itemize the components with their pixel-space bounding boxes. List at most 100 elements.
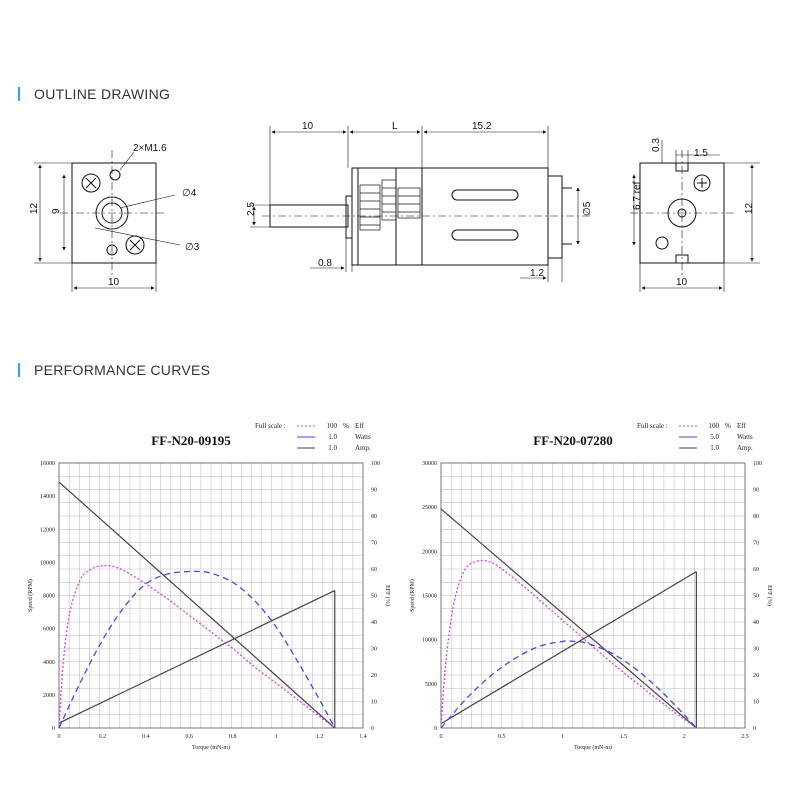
- dim-shaft-length: 10: [302, 121, 314, 132]
- x-tick-label: 0.2: [99, 734, 107, 740]
- y2-tick-label: 30: [371, 647, 377, 653]
- dim-rear-ref: 6.7 ref: [632, 181, 643, 210]
- legend-value: 1.0: [328, 433, 337, 441]
- legend-label: Amp.: [355, 444, 371, 452]
- legend-label: Watts: [355, 433, 371, 441]
- y-axis-label: Speed (RPM): [409, 579, 416, 612]
- x-tick-label: 1: [275, 734, 278, 740]
- y2-tick-label: 0: [371, 726, 374, 732]
- y-tick-label: 8000: [43, 594, 55, 600]
- x-tick-label: 0: [440, 734, 443, 740]
- series-eff: [440, 559, 697, 729]
- legend-header: Full scale :: [255, 422, 286, 430]
- y2-tick-label: 100: [753, 461, 762, 467]
- x-tick-label: 1.5: [620, 734, 628, 740]
- y2-tick-label: 50: [371, 594, 377, 600]
- dim-terminal: 1.2: [530, 268, 544, 279]
- dim-body-dia: ∅5: [582, 201, 593, 216]
- legend-value: 100: [709, 422, 720, 430]
- gearbox: [351, 167, 423, 266]
- motor-slot: [451, 229, 519, 241]
- y-tick-label: 30000: [422, 461, 437, 467]
- x-axis-label: Torque (mN-m): [574, 744, 612, 751]
- legend-value: 100: [327, 422, 338, 430]
- dim-dia-small: ∅3: [185, 242, 200, 253]
- screw-head: [81, 173, 101, 193]
- section-accent-bar: [18, 363, 20, 377]
- legend-value: 1.0: [328, 444, 337, 452]
- y-tick-label: 15000: [422, 594, 437, 600]
- section-outline-drawing: OUTLINE DRAWING: [18, 86, 170, 102]
- chart-1: [58, 425, 364, 729]
- y-axis-label: Speed (RPM): [27, 579, 34, 612]
- y2-tick-label: 40: [371, 620, 377, 626]
- dim-front-height: 12: [29, 202, 40, 214]
- y-tick-label: 2000: [43, 693, 55, 699]
- dim-dia-large: ∅4: [182, 188, 197, 199]
- terminal-minus: [655, 236, 669, 250]
- y2-tick-label: 80: [371, 514, 377, 520]
- y2-tick-label: 60: [371, 567, 377, 573]
- x-tick-label: 0: [58, 734, 61, 740]
- dim-screw: 2×M1.6: [133, 143, 167, 154]
- x-tick-label: 1.2: [316, 734, 324, 740]
- y2-tick-label: 40: [753, 620, 759, 626]
- y-tick-label: 25000: [422, 505, 437, 511]
- section-performance-curves: PERFORMANCE CURVES: [18, 362, 210, 378]
- y-tick-label: 0: [434, 726, 437, 732]
- y-tick-label: 16000: [40, 461, 55, 467]
- rear-view: [630, 140, 760, 292]
- y2-tick-label: 100: [371, 461, 380, 467]
- screw-slot: [129, 239, 141, 251]
- dim-rear-height: 12: [744, 202, 755, 214]
- x-tick-label: 0.4: [142, 734, 150, 740]
- section-title: OUTLINE DRAWING: [34, 86, 171, 102]
- series-watts: [58, 570, 336, 729]
- dim-rear-top: 0.3: [651, 138, 662, 152]
- series-eff: [58, 564, 336, 729]
- y2-tick-label: 10: [753, 700, 759, 706]
- plot-frame: [440, 462, 746, 729]
- motor-slot: [451, 189, 519, 201]
- series-speed: [440, 508, 697, 729]
- dim-shaft-dia: 2.5: [246, 202, 257, 216]
- y2-tick-label: 50: [753, 594, 759, 600]
- flange: [345, 195, 353, 239]
- motor-body: [421, 167, 549, 266]
- y2-tick-label: 0: [753, 726, 756, 732]
- mount-hole: [109, 169, 121, 181]
- legend-value: 5.0: [710, 433, 719, 441]
- y2-tick-label: 90: [371, 488, 377, 494]
- x-tick-label: 0.8: [229, 734, 237, 740]
- y2-tick-label: 90: [753, 488, 759, 494]
- series-watts: [440, 640, 697, 729]
- y-tick-label: 10000: [40, 560, 55, 566]
- legend-label: Watts: [737, 433, 753, 441]
- screw-slot: [85, 177, 97, 189]
- y-tick-label: 4000: [43, 660, 55, 666]
- dim-rear-slot: 1.5: [694, 148, 708, 159]
- x-tick-label: 1: [561, 734, 564, 740]
- dim-gearbox-length: L: [392, 121, 398, 132]
- legend-unit: %: [343, 422, 349, 430]
- section-accent-bar: [18, 87, 20, 101]
- x-axis-label: Torque (mN-m): [192, 744, 230, 751]
- x-tick-label: 0.5: [498, 734, 506, 740]
- y-tick-label: 6000: [43, 627, 55, 633]
- y2-tick-label: 70: [753, 541, 759, 547]
- y2-tick-label: 20: [371, 673, 377, 679]
- legend-header: Full scale :: [637, 422, 668, 430]
- dim-front-width: 10: [108, 277, 120, 288]
- y2-tick-label: 30: [753, 647, 759, 653]
- series-amp: [58, 589, 336, 724]
- outline-drawing: 2×M1.6 ∅4 ∅3 10 12 9: [29, 121, 760, 292]
- legend-value: 1.0: [710, 444, 719, 452]
- y2-tick-label: 20: [753, 673, 759, 679]
- y-tick-label: 12000: [40, 527, 55, 533]
- y-tick-label: 14000: [40, 494, 55, 500]
- chart-title: FF-N20-09195: [151, 433, 231, 448]
- side-view: [250, 126, 590, 282]
- x-tick-label: 1.4: [359, 734, 367, 740]
- y2-tick-label: 70: [371, 541, 377, 547]
- legend-label: Amp.: [737, 444, 753, 452]
